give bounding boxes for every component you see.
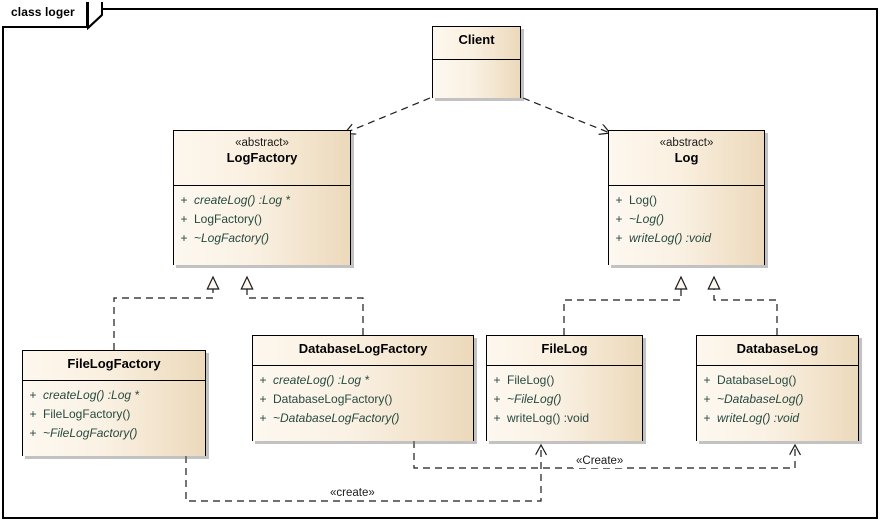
- class-member[interactable]: + ~DatabaseLog(): [697, 390, 858, 409]
- diagram-frame-tab-body: [2, 2, 88, 28]
- class-member[interactable]: + ~DatabaseLogFactory(): [253, 409, 473, 428]
- member-signature: DatabaseLogFactory(): [273, 392, 393, 406]
- class-header-filelog: FileLog: [487, 336, 642, 366]
- member-signature: writeLog() :void: [717, 411, 800, 425]
- class-name-databaselogfactory: DatabaseLogFactory: [298, 341, 428, 356]
- member-visibility: +: [259, 411, 267, 425]
- member-visibility: +: [29, 388, 37, 402]
- class-member[interactable]: + ~LogFactory(): [174, 229, 350, 248]
- member-visibility: +: [703, 392, 711, 406]
- class-members-databaselogfactory: + createLog() :Log * + DatabaseLogFactory()…: [253, 366, 473, 441]
- class-header-client: Client: [433, 27, 520, 60]
- class-member[interactable]: + LogFactory(): [174, 210, 350, 229]
- class-name-databaselog: DatabaseLog: [736, 341, 819, 356]
- class-member[interactable]: + createLog() :Log *: [253, 371, 473, 390]
- member-signature: FileLog(): [507, 373, 555, 387]
- class-member[interactable]: + DatabaseLogFactory(): [253, 390, 473, 409]
- class-box-filelogfactory[interactable]: FileLogFactory + createLog() :Log * + FileLo…: [22, 350, 206, 456]
- member-signature: createLog() :Log *: [43, 388, 140, 402]
- class-header-databaselog: DatabaseLog: [697, 336, 858, 366]
- member-visibility: +: [493, 392, 501, 406]
- class-members-databaselog: + DatabaseLog() + ~DatabaseLog() + writeLog()…: [697, 366, 858, 441]
- member-signature: ~FileLog(): [507, 392, 562, 406]
- class-header-log: «abstract»Log: [609, 131, 764, 186]
- class-member[interactable]: + DatabaseLog(): [697, 371, 858, 390]
- member-signature: DatabaseLog(): [717, 373, 797, 387]
- class-header-filelogfactory: FileLogFactory: [23, 351, 205, 381]
- class-name-filelogfactory: FileLogFactory: [67, 356, 161, 371]
- member-visibility: +: [493, 411, 501, 425]
- class-members-logfactory: + createLog() :Log * + LogFactory() + ~LogFac…: [174, 186, 350, 265]
- member-visibility: +: [180, 231, 188, 245]
- member-visibility: +: [259, 392, 267, 406]
- class-member[interactable]: + writeLog() :void: [487, 409, 642, 428]
- class-member[interactable]: + FileLog(): [487, 371, 642, 390]
- class-name-client: Client: [458, 32, 495, 47]
- connector-label-filelogfactory-creates-filelog: «create»: [327, 487, 378, 500]
- class-box-filelog[interactable]: FileLog + FileLog() + ~FileLog() + writeLog() …: [486, 335, 643, 441]
- class-members-log: + Log() + ~Log() + writeLog() :void: [609, 186, 764, 265]
- class-name-log: Log: [674, 150, 699, 165]
- member-signature: ~FileLogFactory(): [43, 426, 138, 440]
- member-visibility: +: [615, 212, 623, 226]
- class-members-filelog: + FileLog() + ~FileLog() + writeLog() :void: [487, 366, 642, 441]
- class-box-databaselog[interactable]: DatabaseLog + DatabaseLog() + ~DatabaseLog()…: [696, 335, 859, 441]
- member-signature: writeLog() :void: [507, 411, 590, 425]
- class-member[interactable]: + Log(): [609, 191, 764, 210]
- class-box-log[interactable]: «abstract»Log + Log() + ~Log() + writeLog() :v…: [608, 130, 765, 265]
- class-box-logfactory[interactable]: «abstract»LogFactory+createLog() :Log *+…: [173, 130, 351, 265]
- member-visibility: +: [703, 373, 711, 387]
- member-signature: ~Log(): [629, 212, 665, 226]
- frame-tab-corner-icon: [87, 2, 103, 31]
- class-header-logfactory: «abstract»LogFactory: [174, 131, 350, 186]
- member-signature: ~DatabaseLog(): [717, 392, 804, 406]
- member-signature: LogFactory(): [194, 212, 263, 226]
- class-box-databaselogfactory[interactable]: DatabaseLogFactory + createLog() :Log * + Da…: [252, 335, 474, 441]
- member-visibility: +: [615, 193, 623, 207]
- member-signature: ~LogFactory(): [194, 231, 270, 245]
- member-visibility: +: [29, 426, 37, 440]
- class-members-filelogfactory: + createLog() :Log * + FileLogFactory() + ~Fi…: [23, 381, 205, 456]
- class-member[interactable]: + createLog() :Log *: [23, 386, 205, 405]
- member-signature: Log(): [629, 193, 658, 207]
- class-member[interactable]: + FileLogFactory(): [23, 405, 205, 424]
- class-members-client: [433, 60, 520, 98]
- class-member[interactable]: + ~FileLogFactory(): [23, 424, 205, 443]
- member-visibility: +: [180, 193, 188, 207]
- member-visibility: +: [180, 212, 188, 226]
- class-member[interactable]: + writeLog() :void: [697, 409, 858, 428]
- class-member[interactable]: + ~FileLog(): [487, 390, 642, 409]
- class-name-filelog: FileLog: [541, 341, 588, 356]
- diagram-frame-label: class loger: [11, 5, 75, 19]
- member-signature: writeLog() :void: [629, 231, 712, 245]
- class-stereotype-log: «abstract»: [659, 137, 714, 149]
- class-name-logfactory: LogFactory: [226, 150, 298, 165]
- member-signature: createLog() :Log *: [273, 373, 370, 387]
- connector-label-databaselogfactory-creates-databaselog: «Create»: [573, 455, 627, 468]
- member-signature: FileLogFactory(): [43, 407, 131, 421]
- member-signature: ~DatabaseLogFactory(): [273, 411, 400, 425]
- class-header-databaselogfactory: DatabaseLogFactory: [253, 336, 473, 366]
- member-visibility: +: [703, 411, 711, 425]
- member-visibility: +: [29, 407, 37, 421]
- class-stereotype-logfactory: «abstract»: [235, 137, 289, 149]
- member-visibility: +: [493, 373, 501, 387]
- class-member[interactable]: + createLog() :Log *: [174, 191, 350, 210]
- class-member[interactable]: + writeLog() :void: [609, 229, 764, 248]
- member-visibility: +: [615, 231, 623, 245]
- class-member[interactable]: + ~Log(): [609, 210, 764, 229]
- member-visibility: +: [259, 373, 267, 387]
- class-box-client[interactable]: Client: [432, 26, 521, 98]
- member-signature: createLog() :Log *: [194, 193, 291, 207]
